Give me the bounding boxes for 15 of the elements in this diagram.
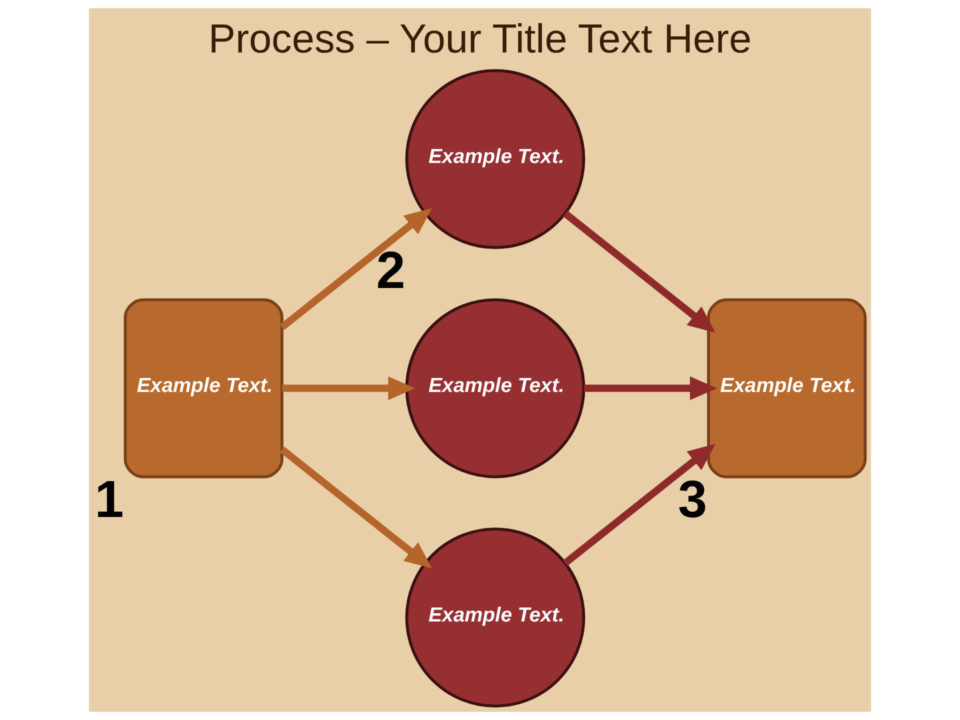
arrow [282,376,416,400]
node-box: Example Text. [124,298,284,478]
arrow [280,446,432,568]
arrow [562,444,716,566]
node-label: 1 [94,471,124,530]
arrow [584,376,718,400]
arrow [280,208,432,330]
diagram-title: Process – Your Title Text Here [208,15,752,62]
node-circle: Example Text. [405,528,586,708]
node-label: 2 [376,242,406,300]
node-circle: Example Text. [405,69,586,249]
node-label: 3 [678,471,708,530]
arrow [562,210,716,333]
node-circle: Example Text. [405,298,586,478]
node-box: Example Text. [707,298,867,478]
